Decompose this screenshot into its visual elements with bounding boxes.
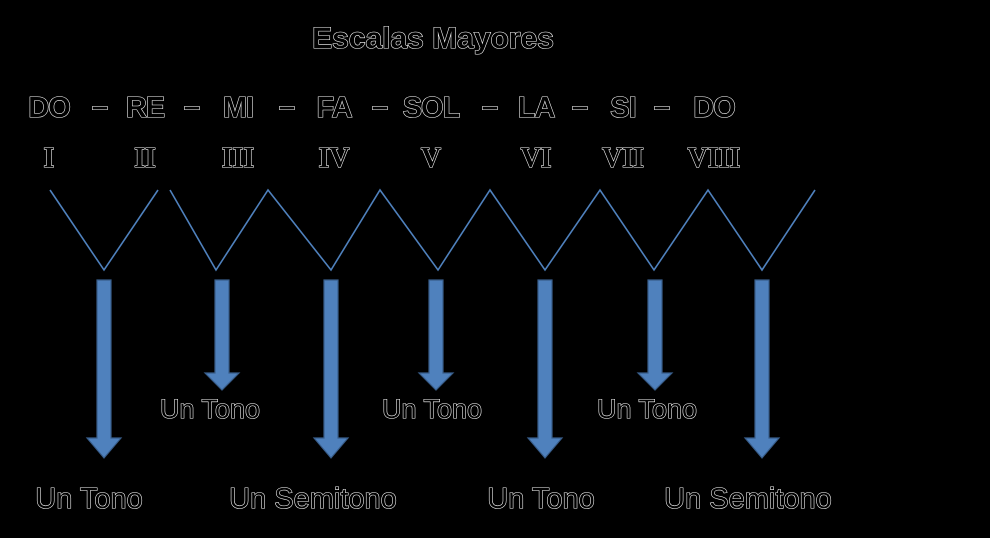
scale-degree: IV bbox=[318, 143, 349, 174]
note-name: DO bbox=[28, 92, 70, 124]
note-name: LA bbox=[518, 92, 556, 124]
interval-arrow-long bbox=[743, 279, 781, 459]
interval-arrow-long bbox=[526, 279, 564, 459]
scale-degree: I bbox=[44, 143, 55, 174]
note-separator: – bbox=[572, 91, 588, 123]
note-name: SOL bbox=[403, 92, 460, 124]
interval-arrows bbox=[85, 279, 781, 459]
interval-zigzag-line bbox=[169, 188, 816, 272]
note-separator: – bbox=[279, 91, 295, 123]
note-name: RE bbox=[126, 92, 165, 124]
interval-label: Un Tono bbox=[160, 394, 260, 424]
scale-degree: V bbox=[421, 143, 441, 174]
interval-label: Un Tono bbox=[35, 483, 143, 515]
interval-label: Un Tono bbox=[382, 394, 482, 424]
note-name: FA bbox=[316, 92, 352, 124]
note-separator: – bbox=[372, 91, 388, 123]
interval-label: Un Semitono bbox=[229, 483, 397, 515]
diagram-title: Escalas Mayores bbox=[312, 22, 554, 55]
interval-arrow-short bbox=[636, 279, 674, 391]
interval-label: Un Tono bbox=[597, 394, 697, 424]
note-separator: – bbox=[92, 91, 108, 123]
note-name: MI bbox=[223, 92, 253, 124]
scale-degree: II bbox=[134, 143, 156, 174]
interval-arrow-short bbox=[417, 279, 455, 391]
note-name: DO bbox=[693, 92, 735, 124]
scale-degree: VIII bbox=[688, 143, 741, 174]
interval-arrow-long bbox=[85, 279, 123, 459]
interval-label: Un Semitono bbox=[664, 483, 832, 515]
note-name: SI bbox=[610, 92, 635, 124]
note-separator: – bbox=[482, 91, 498, 123]
note-separator: – bbox=[184, 91, 200, 123]
interval-label: Un Tono bbox=[487, 483, 595, 515]
scale-degree: VII bbox=[602, 143, 644, 174]
scale-degree: VI bbox=[520, 143, 551, 174]
scale-degree: III bbox=[222, 143, 255, 174]
interval-arrow-short bbox=[203, 279, 241, 391]
interval-zigzag-line bbox=[49, 189, 159, 272]
interval-arrow-long bbox=[312, 279, 350, 459]
note-separator: – bbox=[654, 91, 670, 123]
